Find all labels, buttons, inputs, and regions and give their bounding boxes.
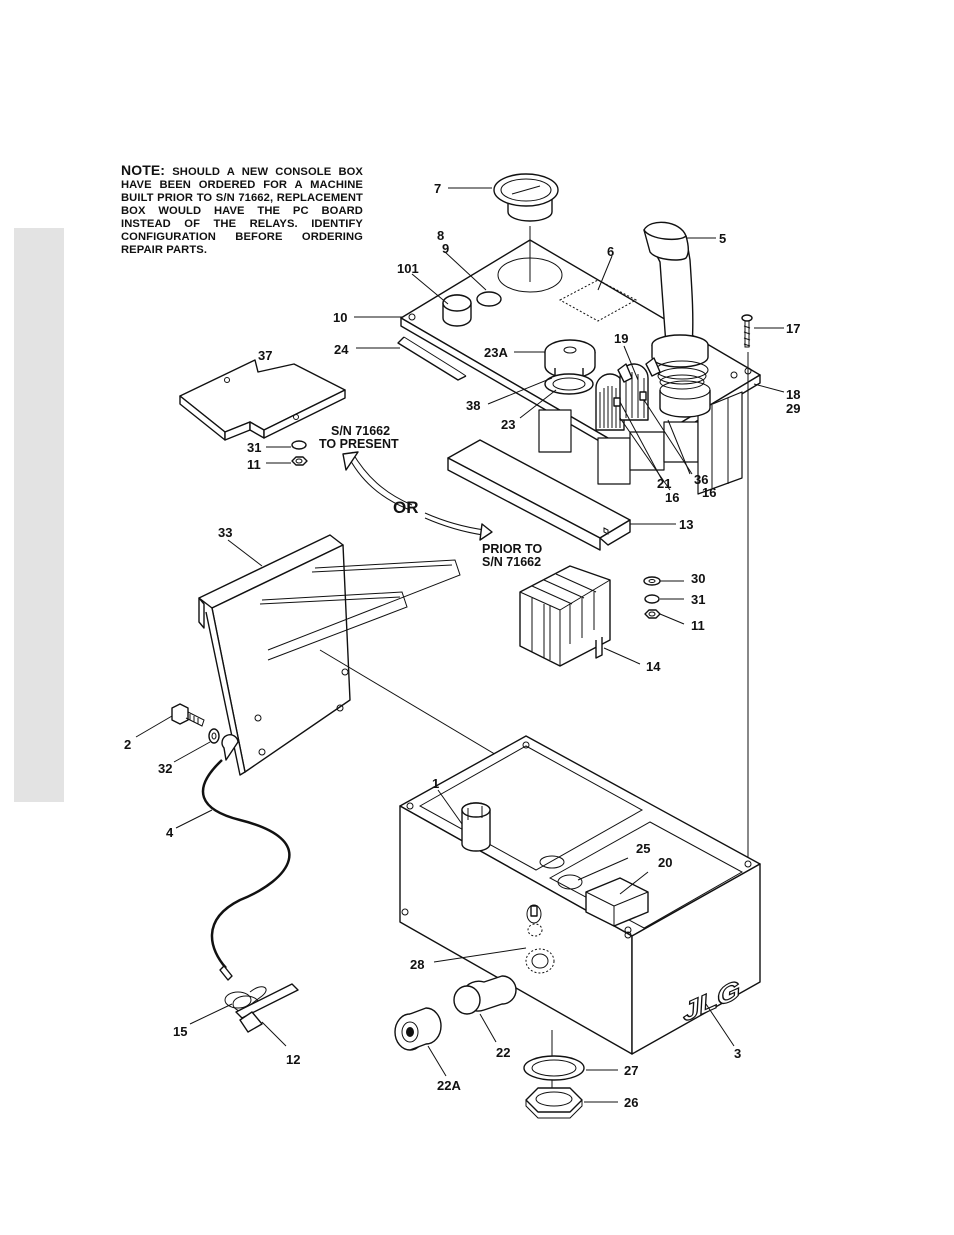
toggle-switches [595, 357, 661, 431]
callout-29: 29 [786, 401, 800, 416]
screw-17 [741, 314, 753, 858]
callout-13: 13 [679, 517, 693, 532]
caption-present-line2: TO PRESENT [319, 437, 399, 451]
note-body: SHOULD A NEW CONSOLE BOX HAVE BEEN ORDER… [121, 166, 363, 256]
configuration-captions: S/N 71662 TO PRESENT OR PRIOR TO S/N 716… [319, 424, 542, 569]
callout-32: 32 [158, 761, 172, 776]
callout-21: 21 [657, 476, 671, 491]
callout-19: 19 [614, 331, 628, 346]
caption-or: OR [393, 498, 419, 517]
console-box: JLG [399, 735, 761, 1090]
callout-10: 10 [333, 310, 347, 325]
callout-3: 3 [734, 1046, 741, 1061]
callout-22a: 22A [437, 1078, 461, 1093]
callout-31-right: 31 [691, 592, 705, 607]
gauge [493, 173, 559, 282]
callout-30: 30 [691, 571, 705, 586]
gasket-24 [397, 336, 467, 381]
callout-11-left: 11 [247, 457, 261, 472]
callout-17: 17 [786, 321, 800, 336]
bezel-nut [523, 1055, 585, 1119]
callout-27: 27 [624, 1063, 638, 1078]
pc-board [179, 359, 346, 441]
caption-prior-line2: S/N 71662 [482, 555, 541, 569]
callout-25: 25 [636, 841, 650, 856]
callout-5: 5 [719, 231, 726, 246]
knobs-22 [394, 975, 517, 1051]
callout-37: 37 [258, 348, 272, 363]
caption-present-line1: S/N 71662 [331, 424, 390, 438]
caption-prior-line1: PRIOR TO [482, 542, 542, 556]
callout-14: 14 [646, 659, 661, 674]
relays-14 [519, 565, 611, 667]
callout-18: 18 [786, 387, 800, 402]
callout-16b: 16 [702, 485, 716, 500]
callout-28: 28 [410, 957, 424, 972]
callout-101: 101 [397, 261, 419, 276]
callout-7: 7 [434, 181, 441, 196]
washer-nut-left [291, 440, 308, 466]
callout-labels: 7 5 8 9 6 101 10 17 37 24 23A 19 18 29 3… [124, 181, 800, 1110]
mounting-bracket-33 [198, 534, 583, 807]
relay-blocks-under-panel [538, 391, 743, 495]
callout-15: 15 [173, 1024, 187, 1039]
callout-36: 36 [694, 472, 708, 487]
callout-11-right: 11 [691, 618, 705, 633]
callout-4: 4 [166, 825, 174, 840]
callout-16a: 16 [665, 490, 679, 505]
emergency-stop [544, 339, 596, 395]
pin-15-12 [224, 983, 299, 1033]
callout-38: 38 [466, 398, 480, 413]
note-lead: NOTE: [121, 162, 166, 178]
callout-8: 8 [437, 228, 444, 243]
callout-20: 20 [658, 855, 672, 870]
callout-31-left: 31 [247, 440, 261, 455]
bolt-lanyard [171, 703, 291, 981]
callout-1: 1 [432, 776, 439, 791]
callout-2: 2 [124, 737, 131, 752]
callout-23: 23 [501, 417, 515, 432]
callout-6: 6 [607, 244, 614, 259]
callout-22: 22 [496, 1045, 510, 1060]
leader-lines [135, 187, 785, 1103]
panel-buttons [442, 291, 502, 327]
callout-26: 26 [624, 1095, 638, 1110]
side-tab [14, 228, 64, 802]
washer-nut-right [643, 576, 661, 619]
callout-9: 9 [442, 241, 449, 256]
callout-33: 33 [218, 525, 232, 540]
callout-23a: 23A [484, 345, 508, 360]
note-text: NOTE: SHOULD A NEW CONSOLE BOX HAVE BEEN… [121, 162, 363, 257]
callout-24: 24 [334, 342, 349, 357]
configuration-arrow [342, 451, 493, 541]
joystick [643, 221, 711, 418]
callout-12: 12 [286, 1052, 300, 1067]
relay-bracket-13 [447, 439, 631, 551]
